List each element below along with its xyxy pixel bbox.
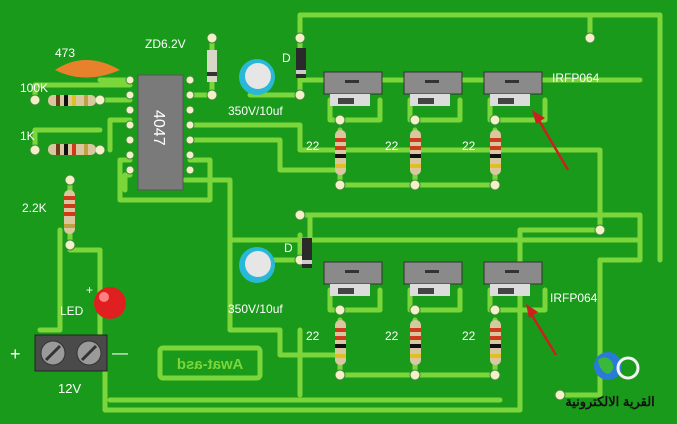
ic-label: 4047 [150, 110, 167, 146]
watermark-text: القرية الالكترونية [565, 394, 655, 410]
gate-resistor-top-2 [410, 130, 421, 175]
res-100k-label: 100K [20, 81, 48, 95]
cap-bottom-label: 350V/10uf [228, 302, 283, 316]
mosfet-bottom-label: IRFP064 [550, 291, 598, 305]
gate-res-top-1-label: 22 [306, 139, 320, 153]
electrolytic-capacitor-bottom [239, 247, 275, 283]
gate-res-top-3-label: 22 [462, 139, 476, 153]
terminal-block [34, 334, 108, 372]
arrow-bottom [526, 304, 558, 356]
resistor-2k2 [64, 190, 75, 234]
ic-4047: 4047 [137, 74, 184, 191]
mosfet-top-1 [323, 71, 383, 106]
gate-resistor-bottom-3 [490, 320, 501, 365]
mosfet-top-label: IRFP064 [552, 71, 600, 85]
mosfet-top-3 [483, 71, 543, 106]
gate-res-bottom-2-label: 22 [385, 329, 399, 343]
ceramic-capacitor-473 [55, 60, 120, 78]
cap-top-label: 350V/10uf [228, 104, 283, 118]
gate-res-top-2-label: 22 [385, 139, 399, 153]
led-plus-label: + [86, 283, 93, 297]
gate-res-bottom-1-label: 22 [306, 329, 320, 343]
gate-res-bottom-3-label: 22 [462, 329, 476, 343]
resistor-100k [48, 95, 96, 106]
terminal-minus-label: — [112, 345, 128, 362]
led [94, 287, 126, 319]
signature-text: Awat-asd [177, 356, 243, 373]
gate-resistor-top-1 [335, 130, 346, 175]
signature-box: Awat-asd [157, 345, 263, 381]
diode-top [296, 48, 306, 78]
arrow-top [532, 110, 570, 171]
gate-resistor-top-3 [490, 130, 501, 175]
mosfet-bottom-2 [403, 261, 463, 296]
terminal-plus-label: + [10, 344, 21, 364]
diode-bottom-label: D [284, 241, 293, 255]
res-1k-label: 1K [20, 129, 35, 143]
zener-label: ZD6.2V [145, 37, 186, 51]
zener-diode [207, 50, 217, 82]
resistor-1k [48, 144, 96, 155]
gate-resistor-bottom-2 [410, 320, 421, 365]
mosfet-bottom-3 [483, 261, 543, 296]
gate-resistor-bottom-1 [335, 320, 346, 365]
electrolytic-capacitor-top [239, 59, 275, 95]
led-label: LED [60, 304, 84, 318]
mosfet-top-2 [403, 71, 463, 106]
pads [29, 32, 606, 401]
res-2k2-label: 2.2K [22, 201, 47, 215]
diode-bottom [302, 238, 312, 268]
mosfet-bottom-1 [323, 261, 383, 296]
supply-label: 12V [58, 381, 81, 396]
cap-473-label: 473 [55, 46, 75, 60]
globe-icon [594, 352, 640, 380]
diode-top-label: D [282, 51, 291, 65]
